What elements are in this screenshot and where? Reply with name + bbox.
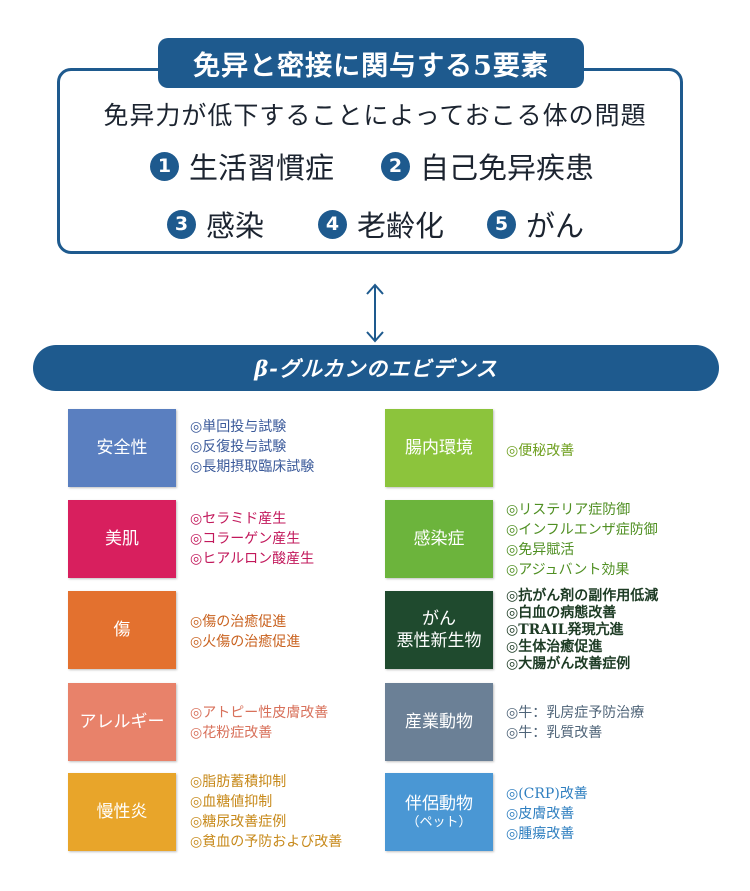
gut-items: ◎便秘改善 xyxy=(506,441,574,461)
list-item: ◎セラミド産生 xyxy=(190,511,287,527)
wound-items: ◎傷の治癒促進 ◎火傷の治癒促進 xyxy=(190,612,300,652)
category-pet: 伴侶動物 （ペット） xyxy=(385,773,493,851)
problem-item-3: 3 感染 xyxy=(167,203,264,245)
number-badge: 4 xyxy=(318,209,347,239)
number-badge: 5 xyxy=(487,209,516,239)
problem-item-5: 5 がん xyxy=(487,203,584,245)
category-label: がん xyxy=(422,608,456,629)
list-item: ◎傷の治癒促進 xyxy=(190,614,287,630)
section-title: 免异と密接に関与する5要素 xyxy=(158,38,584,88)
category-label: 腸内環境 xyxy=(405,437,473,458)
list-item: ◎便秘改善 xyxy=(506,443,575,459)
list-item: ◎貧血の予防および改善 xyxy=(190,834,343,850)
category-label: 傷 xyxy=(113,619,131,640)
list-item: ◎生体治癒促進 xyxy=(506,639,603,655)
cancer-items: ◎抗がん剤の副作用低減 ◎白血の病態改善 ◎TRAIL発現亢進 ◎生体治癒促進 … xyxy=(506,588,658,673)
category-infection: 感染症 xyxy=(385,500,493,578)
skin-items: ◎セラミド産生 ◎コラーゲン産生 ◎ヒアルロン酸産生 xyxy=(190,509,314,569)
problem-label: 老齢化 xyxy=(357,209,445,243)
category-label: 美肌 xyxy=(105,528,139,549)
list-item: ◎(CRP)改善 xyxy=(506,786,588,802)
list-item: ◎リステリア症防御 xyxy=(506,502,631,518)
number-badge: 1 xyxy=(150,151,179,181)
list-item: ◎大腸がん改善症例 xyxy=(506,656,631,672)
problem-label: 生活習慣症 xyxy=(189,151,335,185)
category-gut: 腸内環境 xyxy=(385,409,493,487)
evidence-title: β-グルカンのエビデンス xyxy=(254,356,498,381)
category-label: 安全性 xyxy=(96,437,148,458)
list-item: ◎アトピー性皮膚改善 xyxy=(190,705,329,721)
list-item: ◎皮膚改善 xyxy=(506,806,575,822)
category-label: 感染症 xyxy=(413,528,465,549)
pet-items: ◎(CRP)改善 ◎皮膚改善 ◎腫瘍改善 xyxy=(506,784,588,844)
inflammation-items: ◎脂肪蓄積抑制 ◎血糖値抑制 ◎糖尿改善症例 ◎貧血の予防および改善 xyxy=(190,772,342,852)
category-skin: 美肌 xyxy=(68,500,176,578)
list-item: ◎インフルエンザ症防御 xyxy=(506,522,658,538)
category-label: 慢性炎 xyxy=(96,801,148,822)
category-safety: 安全性 xyxy=(68,409,176,487)
list-item: ◎火傷の治癒促進 xyxy=(190,634,301,650)
list-item: ◎単回投与試験 xyxy=(190,419,287,435)
list-item: ◎牛：乳房症予防治療 xyxy=(506,705,645,721)
category-label-2: 悪性新生物 xyxy=(396,631,482,651)
list-item: ◎反復投与試験 xyxy=(190,439,287,455)
list-item: ◎抗がん剤の副作用低減 xyxy=(506,588,659,604)
list-item: ◎牛：乳質改善 xyxy=(506,725,603,741)
list-item: ◎長期摂取臨床試験 xyxy=(190,459,315,475)
category-wound: 傷 xyxy=(68,591,176,669)
list-item: ◎花粉症改善 xyxy=(190,725,273,741)
list-item: ◎コラーゲン産生 xyxy=(190,531,301,547)
category-industry: 産業動物 xyxy=(385,683,493,761)
problems-subtitle: 免异力が低下することによっておこる体の問題 xyxy=(103,101,647,130)
list-item: ◎腫瘍改善 xyxy=(506,826,575,842)
allergy-items: ◎アトピー性皮膚改善 ◎花粉症改善 xyxy=(190,703,328,743)
category-allergy: アレルギー xyxy=(68,683,176,761)
number-badge: 2 xyxy=(381,151,410,181)
category-cancer: がん 悪性新生物 xyxy=(385,591,493,669)
category-label: 産業動物 xyxy=(405,711,473,732)
problem-item-4: 4 老齢化 xyxy=(318,203,444,245)
list-item: ◎免异賦活 xyxy=(506,542,575,558)
list-item: ◎アジュバント効果 xyxy=(506,562,630,578)
category-label-2: （ペット） xyxy=(406,814,472,830)
infection-items: ◎リステリア症防御 ◎インフルエンザ症防御 ◎免异賦活 ◎アジュバント効果 xyxy=(506,500,658,580)
problem-item-2: 2 自己免异疾患 xyxy=(381,145,594,187)
list-item: ◎糖尿改善症例 xyxy=(190,814,287,830)
list-item: ◎脂肪蓄積抑制 xyxy=(190,774,287,790)
safety-items: ◎単回投与試験 ◎反復投与試験 ◎長期摂取臨床試験 xyxy=(190,417,314,477)
problem-item-1: 1 生活習慣症 xyxy=(150,145,334,187)
list-item: ◎ヒアルロン酸産生 xyxy=(190,551,315,567)
problem-label: 感染 xyxy=(206,209,265,243)
category-label: アレルギー xyxy=(79,711,165,732)
list-item: ◎白血の病態改善 xyxy=(506,605,617,621)
problem-label: がん xyxy=(526,209,585,243)
evidence-banner: β-グルカンのエビデンス xyxy=(33,345,719,391)
number-badge: 3 xyxy=(167,209,196,239)
list-item: ◎TRAIL発現亢進 xyxy=(506,622,624,638)
double-arrow-icon xyxy=(366,283,384,343)
list-item: ◎血糖値抑制 xyxy=(190,794,273,810)
industry-items: ◎牛：乳房症予防治療 ◎牛：乳質改善 xyxy=(506,703,644,743)
problem-label: 自己免异疾患 xyxy=(420,151,595,185)
category-label: 伴侶動物 xyxy=(405,793,473,814)
category-inflammation: 慢性炎 xyxy=(68,773,176,851)
